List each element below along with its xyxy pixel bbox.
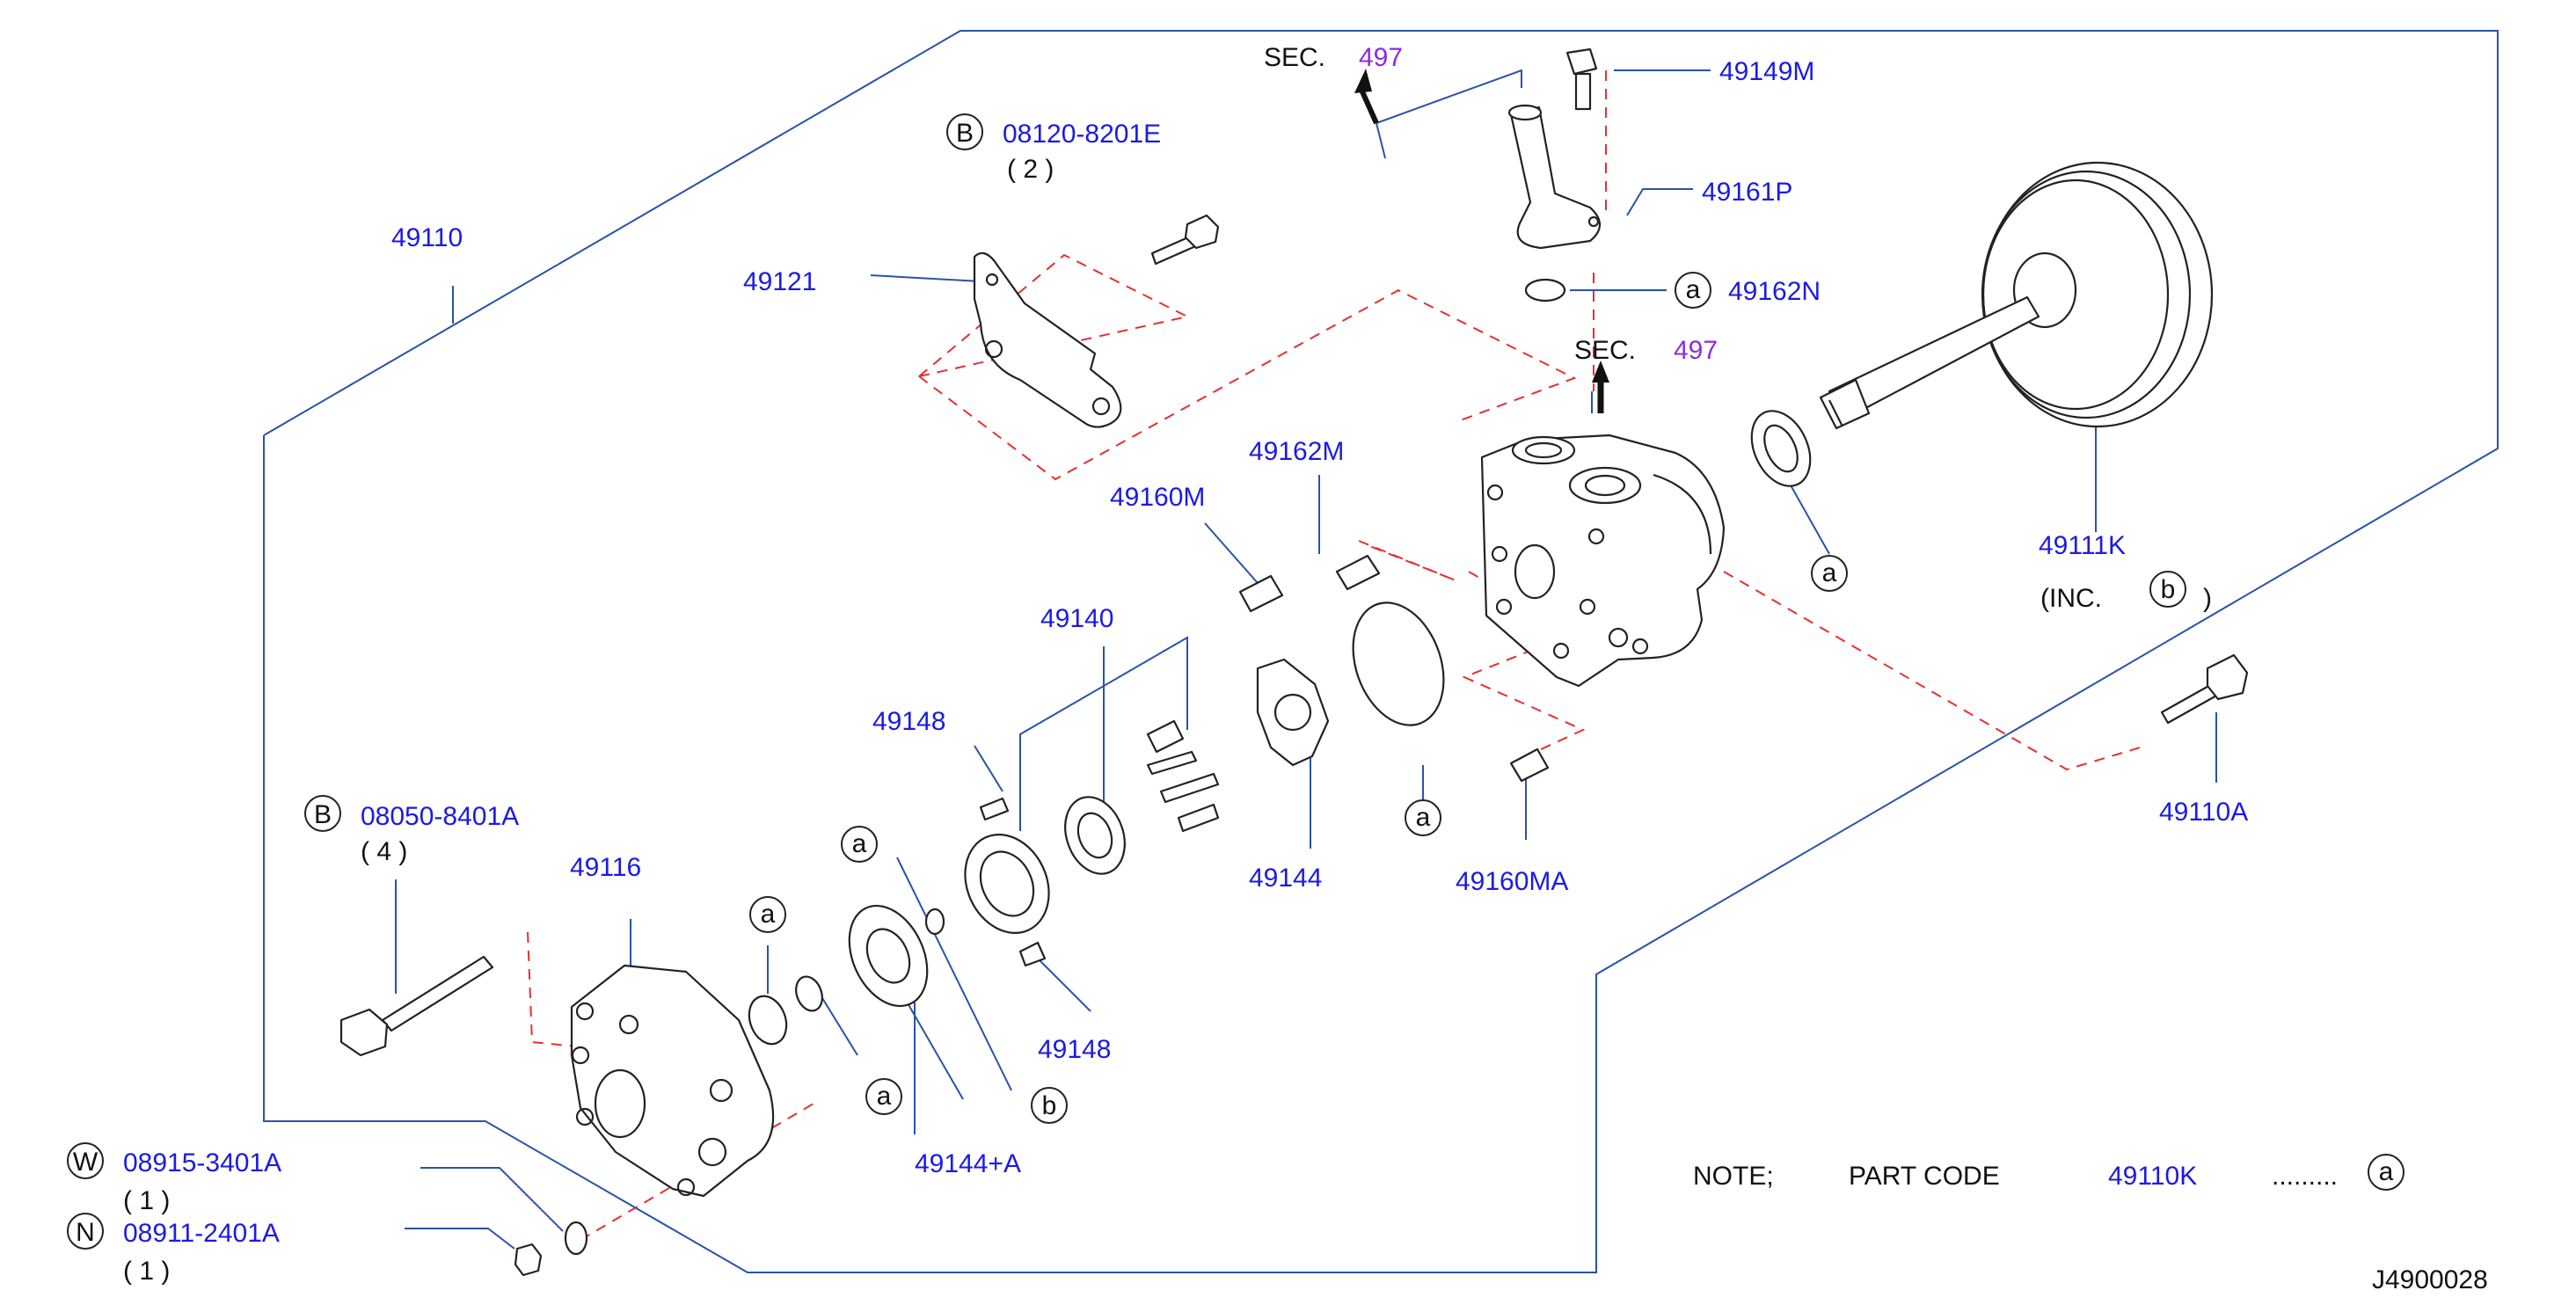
svg-text:a: a (1416, 803, 1431, 832)
label-sec-2: SEC. (1574, 336, 1636, 365)
label-08911-qty: ( 1 ) (123, 1257, 170, 1286)
label-49111k: 49111K (2039, 531, 2126, 560)
oring-49162n (1524, 278, 1566, 303)
arrow-up-icon (1354, 69, 1379, 125)
spring-49162m (1335, 554, 1381, 591)
seal-cover (748, 995, 788, 1046)
note-code: 49110K (2108, 1162, 2197, 1191)
label-49149m: 49149M (1719, 57, 1814, 86)
bolt-49149m (1565, 47, 1598, 111)
marker-w-circle: W (67, 1142, 104, 1179)
bolt-49110a (2160, 653, 2249, 725)
ring-49144 (1256, 658, 1330, 767)
label-49121: 49121 (743, 267, 816, 296)
svg-text:B: B (956, 119, 974, 148)
label-49144: 49144 (1249, 864, 1322, 893)
label-49116: 49116 (570, 853, 641, 882)
svg-text:N: N (76, 1218, 95, 1247)
plug-49160ma (1509, 747, 1550, 783)
marker-b-lower-circle: b (1031, 1087, 1068, 1124)
label-49148-bottom: 49148 (1038, 1035, 1111, 1064)
cam-ring (964, 833, 1050, 935)
pin-49148-bottom (1018, 941, 1047, 967)
svg-text:b: b (2161, 575, 2176, 604)
seal-housing (1750, 410, 1812, 487)
assembly-guides (527, 70, 2147, 1241)
pulley-shaft-49111k (1819, 161, 2214, 430)
label-49161p: 49161P (1702, 178, 1792, 207)
marker-n-circle: N (67, 1213, 104, 1250)
marker-a-circle: a (1675, 272, 1711, 309)
marker-a-circle: a (749, 896, 786, 933)
side-plate-49144a (848, 904, 929, 1008)
marker-b-lower-circle: b (2149, 571, 2186, 608)
vanes-49140 (1146, 719, 1220, 833)
label-sec-1: SEC. (1264, 43, 1325, 72)
pin-49148-top (979, 797, 1010, 821)
label-08915-3401a: 08915-3401A (123, 1148, 281, 1177)
marker-a-circle: a (1405, 799, 1441, 836)
connector-49161p (1507, 104, 1602, 250)
label-inc-close: ) (2203, 584, 2212, 613)
svg-text:W: W (73, 1148, 99, 1177)
svg-text:a: a (761, 900, 776, 929)
svg-text:a: a (877, 1082, 892, 1111)
bolt-08120 (1150, 214, 1220, 266)
label-49160m: 49160M (1110, 483, 1205, 512)
label-sec-num-1: 497 (1359, 43, 1403, 72)
marker-a-circle: a (865, 1078, 902, 1115)
marker-b-circle: B (304, 795, 341, 832)
assembly-boundary (263, 30, 2499, 1273)
note-label: NOTE; (1693, 1162, 1774, 1191)
label-inc-open: (INC. (2040, 584, 2102, 613)
nut-08911 (514, 1243, 543, 1277)
label-49160ma: 49160MA (1456, 867, 1568, 896)
label-49110a: 49110A (2159, 798, 2248, 827)
svg-text:b: b (1042, 1091, 1057, 1120)
bracket-49121 (973, 252, 1122, 428)
label-08915-qty: ( 1 ) (123, 1186, 170, 1215)
label-49144a: 49144+A (915, 1149, 1021, 1178)
svg-text:a: a (1686, 275, 1701, 304)
oring-small (924, 908, 945, 936)
arrow-up-icon (1592, 361, 1609, 413)
washer-08915 (564, 1221, 588, 1256)
svg-text:a: a (852, 829, 867, 858)
label-49148-top: 49148 (872, 707, 945, 736)
label-sec-num-2: 497 (1674, 336, 1718, 365)
marker-a-circle: a (841, 826, 878, 863)
note-part-code: PART CODE (1849, 1162, 2000, 1191)
label-49162m: 49162M (1249, 437, 1344, 466)
label-08120-8201e: 08120-8201E (1003, 120, 1161, 149)
oring-large (1352, 601, 1445, 726)
bolt-08050 (339, 955, 494, 1057)
marker-a-circle: a (1811, 555, 1848, 592)
pump-housing (1480, 434, 1726, 688)
rear-cover-49116 (570, 964, 775, 1198)
note-dots: ......... (2272, 1162, 2338, 1191)
label-08050-8401a: 08050-8401A (361, 802, 519, 831)
marker-b-circle: B (946, 113, 983, 150)
diagram-id: J4900028 (2372, 1265, 2488, 1294)
rotor (1064, 796, 1126, 875)
label-49140: 49140 (1040, 604, 1113, 633)
plug-49160m (1238, 574, 1284, 613)
marker-a-circle: a (2368, 1154, 2405, 1191)
label-49110: 49110 (391, 223, 463, 252)
svg-text:a: a (1822, 558, 1837, 587)
label-08120-qty: ( 2 ) (1007, 155, 1054, 184)
label-49162n: 49162N (1728, 277, 1821, 306)
label-08911-2401a: 08911-2401A (123, 1219, 280, 1248)
svg-text:B: B (314, 800, 332, 829)
label-08050-qty: ( 4 ) (361, 837, 407, 866)
svg-text:a: a (2379, 1157, 2394, 1186)
oring-cover (795, 975, 823, 1012)
